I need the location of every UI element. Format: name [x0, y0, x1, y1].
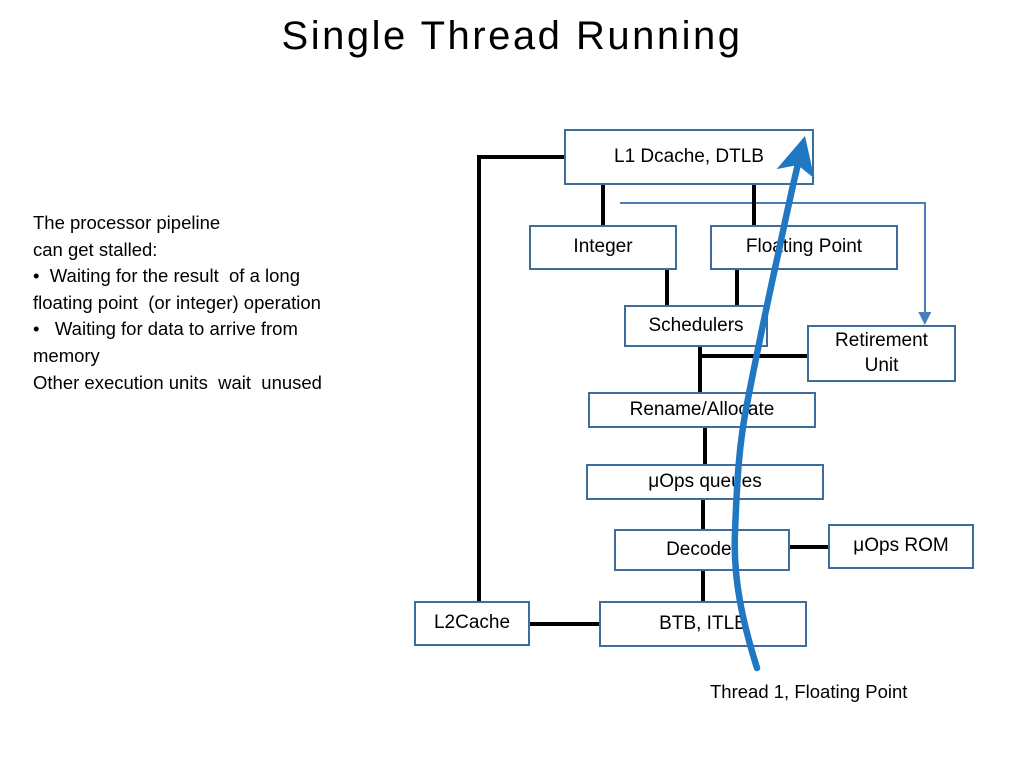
box-retirement-unit[interactable]: Retirement Unit: [807, 325, 956, 382]
box-decoder-label: Decoder: [666, 538, 738, 560]
wire-floating-point-to-schedulers: [735, 269, 739, 307]
stall-text-line-2: can get stalled:: [33, 238, 158, 260]
wire-rename-to-uops-queues: [703, 426, 707, 466]
wire-left-elbow-to-l2cache: [477, 155, 481, 603]
box-l2cache-label: L2Cache: [433, 612, 511, 634]
thin-wire-l1-to-retirement-vertical: [924, 202, 926, 316]
box-decoder[interactable]: Decoder: [614, 529, 790, 571]
wire-uops-queues-to-decoder: [701, 498, 705, 531]
box-l1-dcache-label: L1 Dcache, DTLB: [614, 145, 764, 167]
stall-explanation-text: The processor pipeline can get stalled: …: [33, 210, 428, 396]
box-schedulers-label: Schedulers: [648, 314, 744, 336]
box-schedulers[interactable]: Schedulers: [624, 305, 768, 347]
page-title: Single Thread Running: [281, 14, 743, 58]
wire-integer-to-schedulers: [665, 269, 669, 307]
wire-decoder-to-btb-itlb: [701, 569, 705, 603]
stall-text-line-4: floating point (or integer) operation: [33, 291, 321, 313]
box-l1-dcache[interactable]: L1 Dcache, DTLB: [564, 129, 814, 185]
box-uops-queues[interactable]: μOps queues: [586, 464, 824, 500]
box-floating-point[interactable]: Floating Point: [710, 225, 898, 270]
wire-schedulers-to-retirement: [698, 354, 809, 358]
box-integer[interactable]: Integer: [529, 225, 677, 270]
wire-l1-to-integer: [601, 184, 605, 226]
wire-schedulers-to-rename: [698, 345, 702, 395]
stall-text-line-5: • Waiting for data to arrive from: [33, 318, 298, 340]
box-uops-rom-label: μOps ROM: [853, 535, 949, 557]
stall-text-line-3: • Waiting for the result of a long: [33, 265, 300, 287]
box-retirement-unit-label-line2: Unit: [864, 354, 899, 376]
stall-text-line-7: Other execution units wait unused: [33, 371, 322, 393]
wire-l1-to-floating-point: [752, 184, 756, 226]
box-floating-point-label: Floating Point: [745, 236, 863, 258]
box-l2cache[interactable]: L2Cache: [414, 601, 530, 646]
thread-caption: Thread 1, Floating Point: [710, 681, 908, 702]
box-btb-itlb[interactable]: BTB, ITLB: [599, 601, 807, 647]
box-uops-rom[interactable]: μOps ROM: [828, 524, 974, 569]
stall-text-line-6: memory: [33, 344, 100, 366]
thin-wire-l1-to-retirement-horizontal: [620, 202, 926, 204]
box-btb-itlb-label: BTB, ITLB: [659, 612, 747, 634]
stall-text-line-1: The processor pipeline: [33, 212, 221, 233]
wire-decoder-to-uops-rom: [788, 545, 830, 549]
box-uops-queues-label: μOps queues: [648, 470, 762, 492]
box-retirement-unit-label-line1: Retirement: [835, 329, 928, 351]
box-rename-allocate-label: Rename/Allocate: [629, 398, 775, 420]
box-rename-allocate[interactable]: Rename/Allocate: [588, 392, 816, 428]
wire-l2cache-to-btb-itlb: [528, 622, 601, 626]
wire-l1-to-left-elbow: [477, 155, 567, 159]
box-integer-label: Integer: [573, 236, 633, 258]
